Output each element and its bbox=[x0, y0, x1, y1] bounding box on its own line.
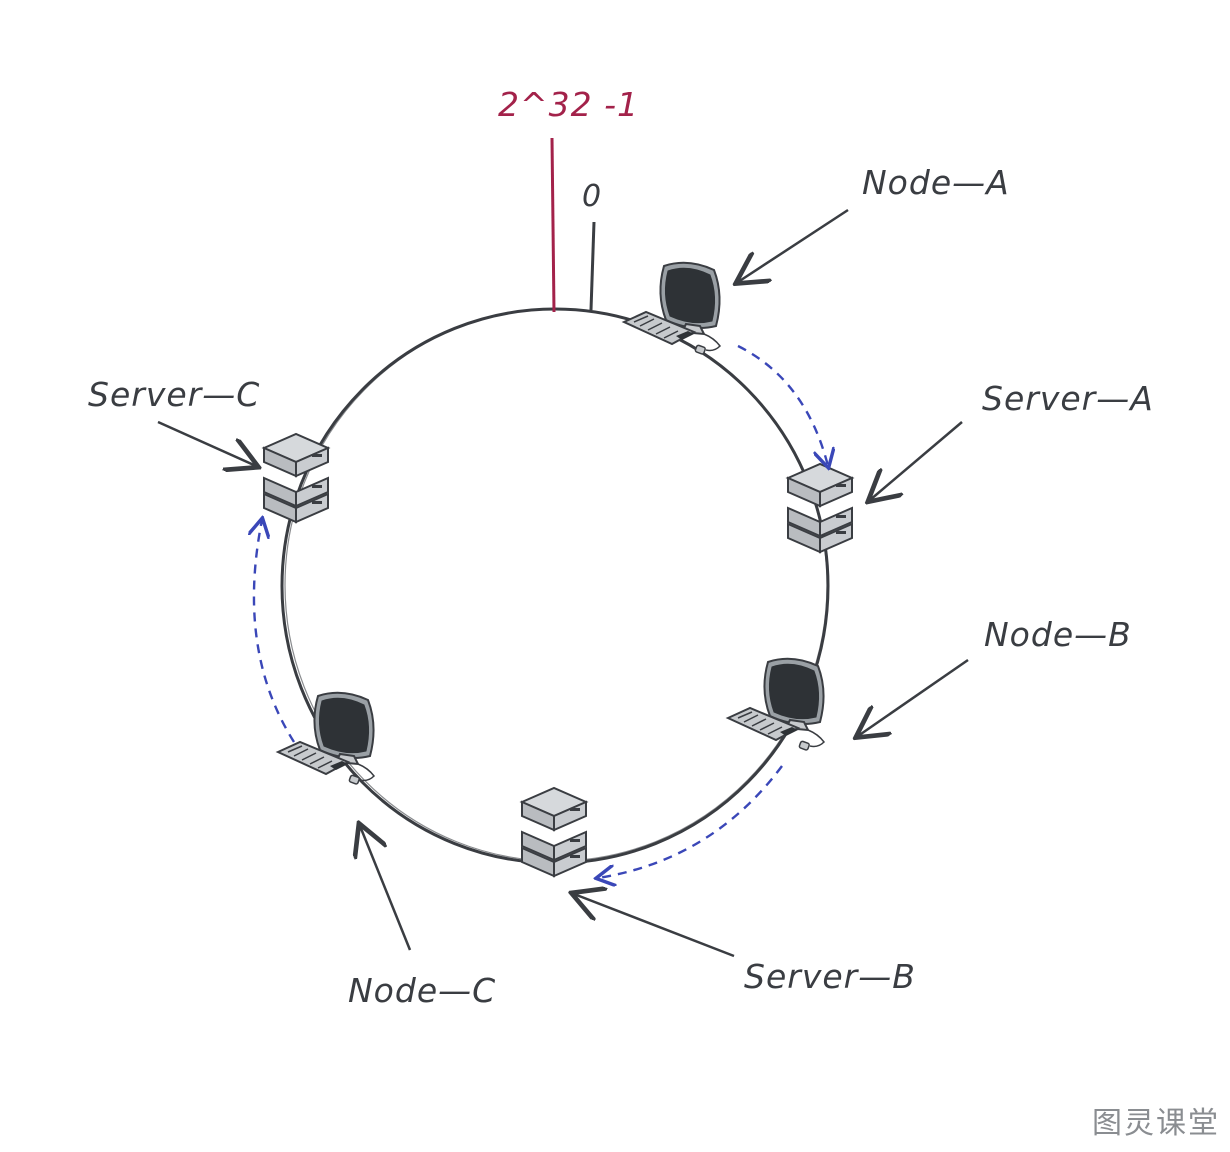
server-b-label: Server—B bbox=[744, 957, 916, 996]
mapping-arrow-b bbox=[598, 765, 783, 878]
pointer-arrow-node-a bbox=[738, 208, 849, 282]
ring-max-label: 2^32 -1 bbox=[498, 85, 640, 124]
server-c-icon bbox=[263, 433, 329, 523]
watermark-text: 图灵课堂 bbox=[1092, 1106, 1220, 1141]
server-b-icon bbox=[521, 787, 587, 877]
mapping-arrow-c bbox=[254, 520, 296, 743]
pointer-arrow-server-c bbox=[157, 420, 256, 466]
pointer-arrow-node-c bbox=[360, 826, 412, 951]
node-c-label: Node—C bbox=[348, 971, 497, 1010]
pointer-arrow-node-b bbox=[858, 658, 969, 736]
mapping-arrow-a bbox=[737, 344, 828, 466]
server-a-icon bbox=[787, 463, 853, 553]
ring-max-marker-line bbox=[550, 137, 556, 313]
ring-zero-tick bbox=[589, 221, 596, 311]
node-a-label: Node—A bbox=[862, 163, 1010, 202]
pointer-arrow-server-a bbox=[870, 421, 963, 500]
node-b-label: Node—B bbox=[984, 615, 1132, 654]
node-a-icon bbox=[623, 261, 721, 356]
server-c-label: Server—C bbox=[88, 375, 261, 414]
pointer-arrow-server-b bbox=[574, 894, 735, 958]
node-b-icon bbox=[727, 657, 825, 752]
server-a-label: Server—A bbox=[982, 379, 1154, 418]
ring-zero-label: 0 bbox=[582, 179, 603, 214]
